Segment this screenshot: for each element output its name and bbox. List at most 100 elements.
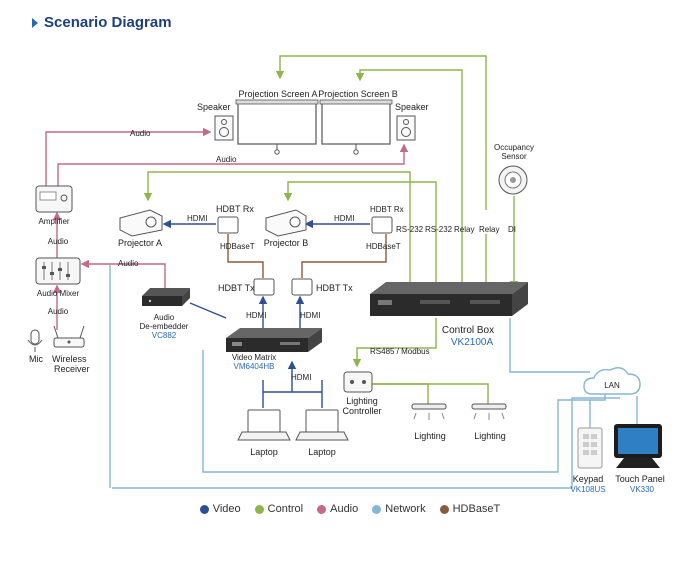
projector-b-label: Projector B — [264, 238, 309, 248]
hdmi-matrix-a-label: HDMI — [246, 311, 266, 320]
amplifier-label: Amplifier — [38, 217, 69, 226]
projection-screen-a — [235, 99, 319, 155]
legend-item-hdbaset: HDBaseT — [439, 503, 501, 515]
control-box-device — [370, 282, 528, 316]
mic-icon — [27, 329, 43, 352]
keypad-label: Keypad — [573, 474, 604, 484]
legend-label-hdbaset: HDBaseT — [452, 503, 501, 515]
legend-item-network: Network — [372, 503, 426, 515]
audio-mid-label: Audio — [216, 155, 237, 164]
lighting-a-icon — [411, 403, 447, 420]
projector-b-icon — [265, 209, 307, 237]
laptop-b-label: Laptop — [308, 447, 336, 457]
hdbaset-a-label: HDBaseT — [220, 242, 255, 251]
occupancy-sensor-line-1: Occupancy — [494, 143, 534, 152]
hdmi-a-label: HDMI — [187, 214, 207, 223]
keypad-model-label: VK108US — [570, 485, 605, 494]
control-box-model-label: VK2100A — [451, 337, 494, 348]
video-lines — [162, 219, 370, 408]
hdbt-tx-a-box — [253, 278, 275, 296]
hdbaset-lines — [227, 234, 387, 278]
speaker-b-label: Speaker — [395, 102, 429, 112]
relay-a-label: Relay — [454, 225, 474, 234]
rs232-a-label: RS-232 — [396, 225, 424, 234]
laptop-a-icon — [237, 409, 291, 441]
legend-label-network: Network — [385, 503, 426, 515]
video-matrix-label: Video Matrix — [232, 353, 276, 362]
amplifier-icon — [35, 185, 73, 213]
legend-label-video: Video — [212, 503, 241, 515]
occupancy-sensor-icon — [498, 165, 528, 195]
laptop-a-label: Laptop — [250, 447, 278, 457]
speaker-a-label: Speaker — [197, 102, 231, 112]
wireless-receiver-line-1: Wireless — [52, 354, 87, 364]
lan-cloud-icon — [583, 367, 641, 395]
hdbt-rx-b-box — [371, 216, 393, 234]
legend-dot-hdbaset — [439, 504, 449, 514]
projection-screen-b-label: Projection Screen B — [318, 89, 398, 99]
touch-panel-label: Touch Panel — [615, 474, 665, 484]
legend-dot-video — [199, 504, 209, 514]
audio-mixer-icon — [35, 257, 81, 285]
speaker-b-icon — [396, 115, 416, 141]
audio-mixer-deemb-label: Audio — [118, 259, 139, 268]
hdbaset-b-label: HDBaseT — [366, 242, 401, 251]
hdmi-matrix-b-label: HDMI — [300, 311, 320, 320]
legend-label-control: Control — [267, 503, 304, 515]
audio-de-embedder-device — [142, 288, 190, 306]
hdbt-rx-a-label: HDBT Rx — [216, 204, 254, 214]
touch-panel-model-label: VK330 — [630, 485, 655, 494]
di-label: DI — [508, 225, 516, 234]
lighting-controller-line-1: Lighting — [346, 396, 378, 406]
relay-b-label: Relay — [479, 225, 499, 234]
lan-label: LAN — [604, 381, 620, 390]
lighting-controller-line-2: Controller — [342, 406, 381, 416]
laptop-b-icon — [295, 409, 349, 441]
audio-lines — [45, 127, 409, 330]
title-arrow-icon — [32, 17, 38, 28]
wireless-receiver-line-2: Receiver — [54, 364, 90, 374]
audio-top-label: Audio — [130, 129, 151, 138]
lighting-b-icon — [471, 403, 507, 420]
de-embedder-line-1: Audio — [154, 313, 175, 322]
lighting-controller-icon — [343, 371, 373, 393]
lighting-a-label: Lighting — [414, 431, 446, 441]
network-lines — [109, 265, 638, 489]
control-lines — [143, 55, 519, 404]
hdbt-tx-b-label: HDBT Tx — [316, 283, 353, 293]
hdmi-laptops-label: HDMI — [291, 373, 311, 382]
legend-dot-control — [254, 504, 264, 514]
de-embedder-line-2: De-embedder — [140, 322, 189, 331]
keypad-device — [577, 427, 603, 469]
mic-label: Mic — [29, 354, 43, 364]
legend-dot-audio — [317, 504, 327, 514]
de-embedder-model-label: VC882 — [152, 331, 177, 340]
legend-item-audio: Audio — [317, 503, 358, 515]
audio-mic-mixer-label: Audio — [48, 307, 69, 316]
rs485-label: RS485 / Modbus — [370, 347, 430, 356]
hdbt-rx-a-box — [217, 216, 239, 234]
lighting-b-label: Lighting — [474, 431, 506, 441]
occupancy-sensor-line-2: Sensor — [501, 152, 527, 161]
title-bar: Scenario Diagram — [32, 14, 172, 31]
wireless-receiver-icon — [53, 325, 85, 348]
hdbt-tx-a-label: HDBT Tx — [218, 283, 255, 293]
legend-dot-network — [372, 504, 382, 514]
video-matrix-device — [226, 328, 322, 352]
video-matrix-model-label: VM6404HB — [234, 362, 275, 371]
page-title: Scenario Diagram — [44, 14, 172, 31]
projector-a-icon — [119, 209, 163, 237]
legend: Video Control Audio Network HDBaseT — [0, 503, 700, 515]
legend-item-control: Control — [254, 503, 304, 515]
touch-panel-device — [614, 424, 662, 468]
legend-label-audio: Audio — [330, 503, 359, 515]
hdmi-b-label: HDMI — [334, 214, 354, 223]
projector-a-label: Projector A — [118, 238, 162, 248]
audio-amp-mixer-label: Audio — [48, 237, 69, 246]
hdbt-rx-b-label: HDBT Rx — [370, 205, 404, 214]
